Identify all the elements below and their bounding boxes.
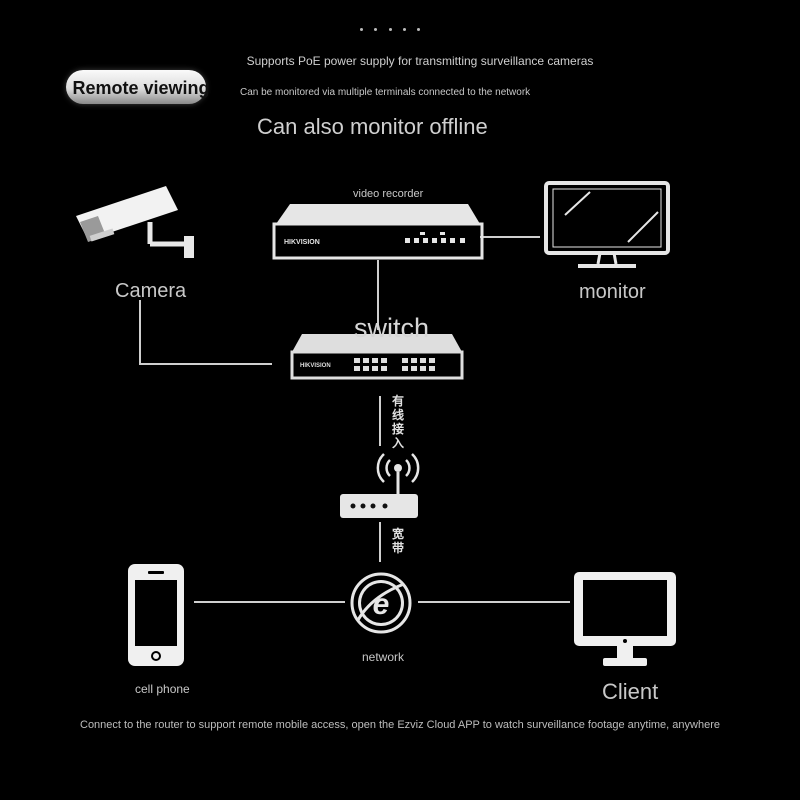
wired-access-char: 有 [391,394,404,408]
camera-switch-line [139,300,272,365]
video-recorder-icon: HIKVISION [272,204,484,260]
remote-viewing-label: Remote viewing [72,78,210,98]
dot [374,28,378,31]
recorder-brand: HIKVISION [284,239,320,246]
wired-access-char: 线 [391,408,404,422]
remote-viewing-badge [66,70,206,104]
dot [360,28,363,31]
footer-caption: Connect to the router to support remote … [80,719,720,731]
camera-icon [76,186,194,258]
router-icon [340,472,418,518]
dot [402,28,406,31]
wifi-signal-icon [376,453,420,483]
monitor-label: monitor [579,281,646,303]
network-label: network [362,650,405,664]
cell-phone-label: cell phone [135,682,190,696]
wired-access-char: 接 [391,422,404,436]
broadband-char: 带 [391,541,404,555]
switch-brand: HIKVISION [300,363,331,369]
monitor-icon [544,181,670,268]
dot [417,28,420,31]
offline-headline: Can also monitor offline [257,114,488,139]
cell-phone-icon [128,564,184,666]
switch-icon: HIKVISION [290,334,464,380]
multi-terminal-caption: Can be monitored via multiple terminals … [240,87,531,98]
broadband-label: 宽 带 [388,527,408,555]
wired-access-char: 入 [391,436,404,450]
camera-label: Camera [115,280,187,302]
recorder-label: video recorder [353,188,424,200]
top-dots [360,28,420,38]
network-icon: e [350,572,412,634]
poe-caption: Supports PoE power supply for transmitti… [246,54,594,68]
dot [388,28,392,31]
wired-access-label: 有 线 接 入 [388,394,408,450]
client-label: Client [602,679,659,704]
switch-label: switch [354,313,430,343]
svg-text:e: e [373,588,390,621]
connection-lines [139,236,570,603]
client-monitor-icon [574,572,676,666]
broadband-char: 宽 [391,527,404,541]
